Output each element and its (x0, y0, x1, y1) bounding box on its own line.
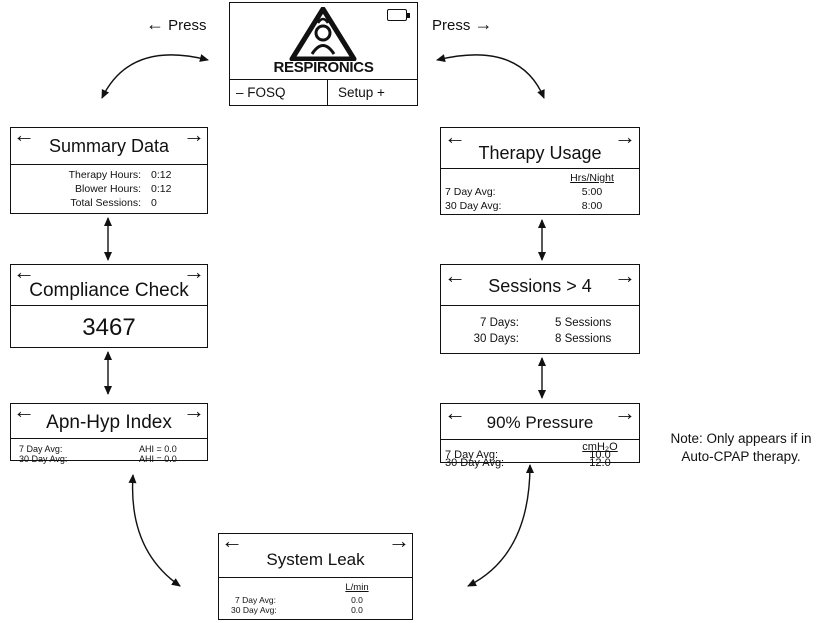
usage-label-1: 30 Day Avg: (445, 200, 502, 212)
system-leak-screen: ← → System Leak L/min 7 Day Avg: 0.0 30 … (218, 528, 413, 620)
curve-arrow-top-left (101, 54, 209, 99)
summary-label-1: Blower Hours: (75, 183, 141, 195)
summary-label-2: Total Sessions: (70, 197, 141, 209)
apnea-value-0: AHI = 0.0 (139, 444, 177, 454)
usage-title: Therapy Usage (478, 143, 602, 163)
left-arrow-icon: ← (13, 398, 35, 423)
curve-arrow-bottom-right (467, 464, 534, 587)
sessions-title: Sessions > 4 (488, 276, 592, 296)
left-arrow-icon: ← (444, 124, 466, 149)
apnea-index-screen: ← → Apn-Hyp Index 7 Day Avg: AHI = 0.0 3… (10, 398, 208, 464)
note-line-1: Note: Only appears if in (670, 431, 812, 446)
sessions-label-1: 30 Days: (473, 333, 519, 345)
pressure-label-0: 7 Day Avg: (445, 449, 498, 461)
right-arrow-icon: → (614, 263, 636, 288)
leak-title: System Leak (266, 550, 365, 569)
left-arrow-icon: ← (13, 122, 35, 147)
summary-label-0: Therapy Hours: (68, 169, 141, 181)
right-arrow-icon: → (614, 124, 636, 149)
battery-icon (387, 9, 410, 21)
pressure-screen: ← → 90% Pressure cmH₂O 7 Day Avg: 10.0 3… (440, 400, 640, 469)
sessions-value-1: 8 Sessions (555, 333, 612, 345)
usage-value-1: 8:00 (581, 200, 603, 212)
pressure-value-0: 10.0 (589, 449, 611, 461)
right-arrow-icon: → (183, 122, 205, 147)
press-left-text: Press (168, 17, 207, 34)
left-arrow-icon: ← (146, 14, 164, 34)
leak-label-0: 7 Day Avg: (235, 595, 276, 605)
sessions-value-0: 5 Sessions (555, 317, 612, 329)
setup-button[interactable]: Setup + (338, 85, 385, 100)
apnea-title: Apn-Hyp Index (46, 412, 172, 433)
summary-value-2: 0 (151, 197, 157, 209)
left-arrow-icon: ← (444, 400, 466, 425)
left-arrow-icon: ← (221, 528, 243, 553)
left-arrow-icon: ← (444, 263, 466, 288)
sessions-label-0: 7 Days: (480, 317, 519, 329)
apnea-value-1: AHI = 0.0 (139, 454, 177, 464)
fosq-button[interactable]: – FOSQ (236, 85, 286, 100)
press-right-text: Press (432, 17, 471, 34)
pressure-value-1: 12.0 (589, 457, 611, 469)
apnea-label-0: 7 Day Avg: (19, 444, 63, 454)
leak-label-1: 30 Day Avg: (231, 605, 277, 615)
respironics-logo-icon (289, 7, 357, 61)
right-arrow-icon: → (388, 528, 410, 553)
usage-label-0: 7 Day Avg: (445, 186, 496, 198)
apnea-label-1: 30 Day Avg: (19, 454, 68, 464)
therapy-usage-screen: ← → Therapy Usage Hrs/Night 7 Day Avg: 5… (440, 124, 640, 215)
right-arrow-icon: → (183, 259, 205, 284)
usage-value-0: 5:00 (581, 186, 603, 198)
press-left-label: ← Press (146, 14, 207, 35)
press-right-label: Press → (432, 14, 493, 35)
summary-data-screen: ← → Summary Data Therapy Hours: 0:12 Blo… (10, 122, 208, 214)
compliance-check-screen: ← → Compliance Check 3467 (10, 259, 208, 348)
compliance-value: 3467 (82, 314, 136, 341)
logo-text: RESPIRONICS (273, 59, 374, 76)
summary-value-1: 0:12 (151, 183, 172, 195)
summary-title: Summary Data (48, 136, 170, 156)
pressure-label-1: 30 Day Avg: (445, 457, 505, 469)
right-arrow-icon: → (474, 14, 493, 34)
pressure-title: 90% Pressure (486, 413, 594, 432)
right-arrow-icon: → (614, 400, 636, 425)
device-home-screen: RESPIRONICS – FOSQ Setup + (229, 2, 418, 106)
pressure-unit: cmH₂O (582, 441, 618, 453)
curve-arrow-top-right (436, 54, 545, 99)
leak-value-1: 0.0 (351, 605, 363, 615)
sessions-screen: ← → Sessions > 4 7 Days: 5 Sessions 30 D… (440, 264, 640, 354)
leak-unit: L/min (345, 582, 369, 593)
right-arrow-icon: → (183, 398, 205, 423)
compliance-title: Compliance Check (29, 280, 189, 301)
leak-value-0: 0.0 (351, 595, 363, 605)
usage-unit: Hrs/Night (570, 172, 614, 184)
left-arrow-icon: ← (13, 259, 35, 284)
summary-value-0: 0:12 (151, 169, 172, 181)
note-line-2: Auto-CPAP therapy. (681, 449, 801, 464)
curve-arrow-bottom-left (128, 474, 181, 587)
